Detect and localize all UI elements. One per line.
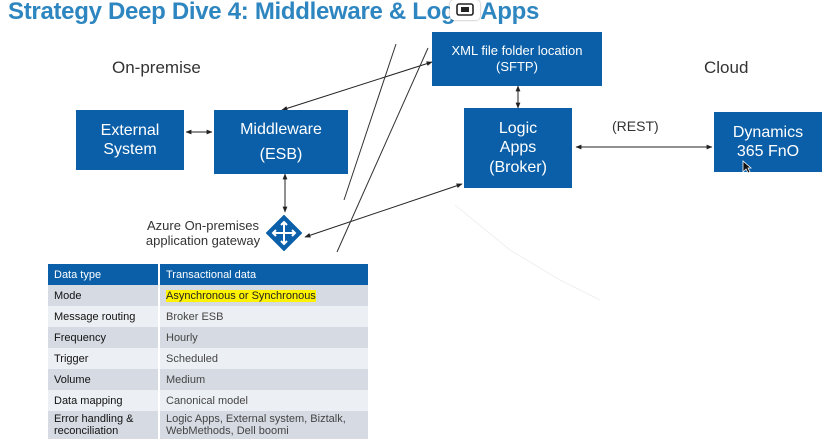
- row-value: Medium: [159, 369, 368, 390]
- dynamics-box: Dynamics 365 FnO: [714, 112, 822, 172]
- external-system-box: External System: [76, 110, 184, 170]
- table-row: Volume Medium: [48, 369, 368, 390]
- arrow-gateway-logic: [304, 183, 463, 238]
- table-header-row: Data type Transactional data: [48, 264, 368, 285]
- annotation-line-1: [343, 43, 397, 201]
- share-screen-icon: [456, 3, 474, 16]
- screen-share-overlay[interactable]: [450, 0, 480, 20]
- arrow-middleware-xml: [281, 61, 433, 111]
- row-key: Error handling & reconciliation: [48, 411, 160, 440]
- table-row: Mode Asynchronous or Synchronous: [48, 285, 368, 306]
- row-value: Asynchronous or Synchronous: [159, 285, 368, 306]
- table-row: Data mapping Canonical model: [48, 390, 368, 411]
- logic-apps-box: Logic Apps (Broker): [464, 108, 572, 188]
- table-row: Frequency Hourly: [48, 327, 368, 348]
- data-properties-table: Data type Transactional data Mode Asynch…: [48, 264, 368, 440]
- annotation-line-2: [336, 47, 429, 253]
- zone-cloud: Cloud: [704, 58, 749, 77]
- table-row: Trigger Scheduled: [48, 348, 368, 369]
- row-value: Logic Apps, External system, Biztalk, We…: [159, 411, 368, 440]
- row-key: Volume: [48, 369, 160, 390]
- mouse-cursor-icon: [742, 160, 752, 174]
- faint-ink-stroke: [454, 204, 601, 301]
- middleware-box: Middleware (ESB): [214, 110, 348, 174]
- row-value: Canonical model: [159, 390, 368, 411]
- row-value: Broker ESB: [159, 306, 368, 327]
- zone-on-premise: On-premise: [112, 58, 201, 77]
- table-header-value: Transactional data: [159, 264, 368, 285]
- gateway-label: Azure On-premises application gateway: [145, 218, 261, 248]
- rest-label: (REST): [612, 118, 659, 134]
- table-row: Message routing Broker ESB: [48, 306, 368, 327]
- table-header-key: Data type: [48, 264, 160, 285]
- highlighted-mode-value: Asynchronous or Synchronous: [166, 289, 316, 302]
- xml-folder-box: XML file folder location (SFTP): [432, 32, 602, 86]
- gateway-icon: [266, 215, 302, 251]
- table-row: Error handling & reconciliation Logic Ap…: [48, 411, 368, 440]
- row-key: Data mapping: [48, 390, 160, 411]
- row-value: Scheduled: [159, 348, 368, 369]
- row-key: Mode: [48, 285, 160, 306]
- row-value: Hourly: [159, 327, 368, 348]
- row-key: Frequency: [48, 327, 160, 348]
- row-key: Message routing: [48, 306, 160, 327]
- row-key: Trigger: [48, 348, 160, 369]
